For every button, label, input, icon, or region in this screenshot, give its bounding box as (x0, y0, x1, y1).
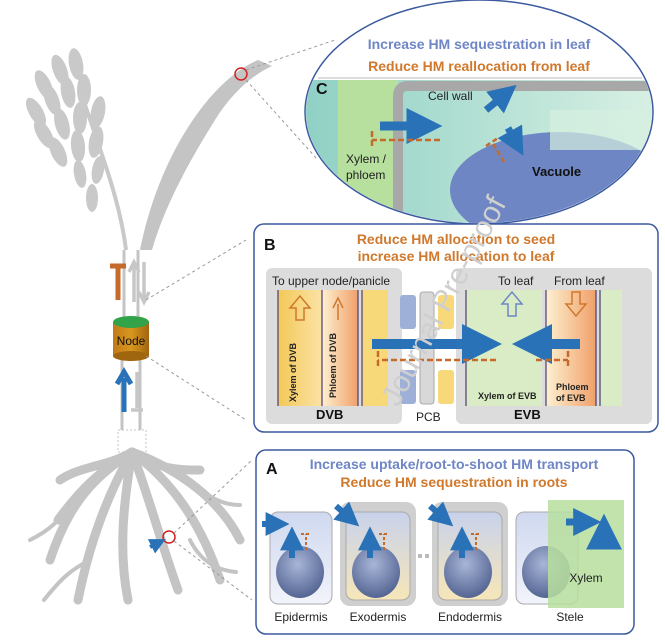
down-arrow-gray-icon (137, 262, 151, 306)
sequestration-inhibit-icon (485, 136, 506, 163)
cell-wall-export-arrow (483, 84, 517, 114)
evb-label: EVB (514, 407, 541, 422)
leaf-highlight-circle (234, 67, 248, 81)
xylem-evb-label: Xylem of EVB (478, 391, 537, 401)
dvb-inhibit-icon (376, 351, 496, 369)
vacuole-label: Vacuole (532, 164, 581, 179)
from-leaf-inhibit-icon (536, 351, 570, 369)
panel-a-title-2: Reduce HM sequestration in roots (340, 474, 567, 490)
panicle (25, 48, 128, 251)
xylem-phloem-label-2: phloem (346, 168, 385, 182)
to-upper-arrow-icon (288, 294, 312, 321)
flag-leaf (140, 60, 272, 250)
panel-b-letter: B (264, 237, 276, 254)
phloem-evb-label-1: Phloem (556, 382, 589, 392)
plant-illustration: Node (25, 48, 272, 605)
connector-lines (145, 39, 336, 601)
down-inhibit-gray-icon (131, 372, 143, 412)
up-arrow-gray-icon (127, 258, 141, 302)
panel-a: A Increase uptake/root-to-shoot HM trans… (255, 449, 635, 635)
epidermis-cell (269, 511, 333, 605)
to-leaf-label: To leaf (498, 274, 534, 288)
reallocation-inhibit-icon (370, 131, 440, 149)
endodermis-cell (432, 502, 508, 606)
roots (45, 447, 245, 605)
panel-b-title-1: Reduce HM allocation to seed (357, 231, 555, 247)
endodermis-label: Endodermis (438, 610, 502, 624)
epidermis-label: Epidermis (274, 610, 327, 624)
exodermis-cell (340, 502, 416, 606)
dvb-label: DVB (316, 407, 343, 422)
pcb-label: PCB (416, 410, 441, 424)
cell-wall-label: Cell wall (428, 89, 473, 103)
panel-c-title-1: Increase HM sequestration in leaf (368, 36, 591, 52)
xylem-dvb-label: Xylem of DVB (288, 342, 298, 402)
panel-c: Increase HM sequestration in leaf Reduce… (304, 0, 654, 225)
node-label: Node (117, 334, 146, 348)
exodermis-label: Exodermis (350, 610, 407, 624)
vacuole-import-arrow (497, 124, 524, 156)
panel-c-letter: C (316, 81, 328, 98)
panel-a-title-1: Increase uptake/root-to-shoot HM transpo… (310, 456, 599, 472)
node: Node (113, 316, 149, 361)
panel-c-title-2: Reduce HM reallocation from leaf (368, 58, 590, 74)
exodermis-entry-arrow (333, 501, 360, 527)
panel-b-title-2: increase HM allocation to leaf (358, 248, 555, 264)
inhibit-icon (110, 263, 126, 300)
phloem-up-arrow-icon (332, 296, 344, 320)
to-leaf-arrow-icon (500, 290, 524, 317)
panel-b: B Reduce HM allocation to seed increase … (253, 223, 659, 433)
endodermis-entry-arrow (427, 501, 454, 527)
phloem-dvb-label: Phloem of DVB (328, 332, 338, 398)
xylem-label: Xylem (569, 571, 602, 585)
to-upper-label: To upper node/panicle (272, 274, 390, 288)
root-highlight-circle (162, 530, 176, 544)
from-leaf-arrow-icon (564, 291, 588, 318)
stele-label: Stele (556, 610, 584, 624)
stele-cell: Xylem (515, 500, 624, 608)
panel-a-letter: A (266, 461, 278, 478)
from-leaf-label: From leaf (554, 274, 605, 288)
up-arrow-blue-icon (114, 367, 134, 412)
xylem-phloem-label-1: Xylem / (346, 152, 387, 166)
root-uptake-arrow-icon (147, 539, 166, 554)
phloem-evb-label-2: of EVB (556, 393, 586, 403)
